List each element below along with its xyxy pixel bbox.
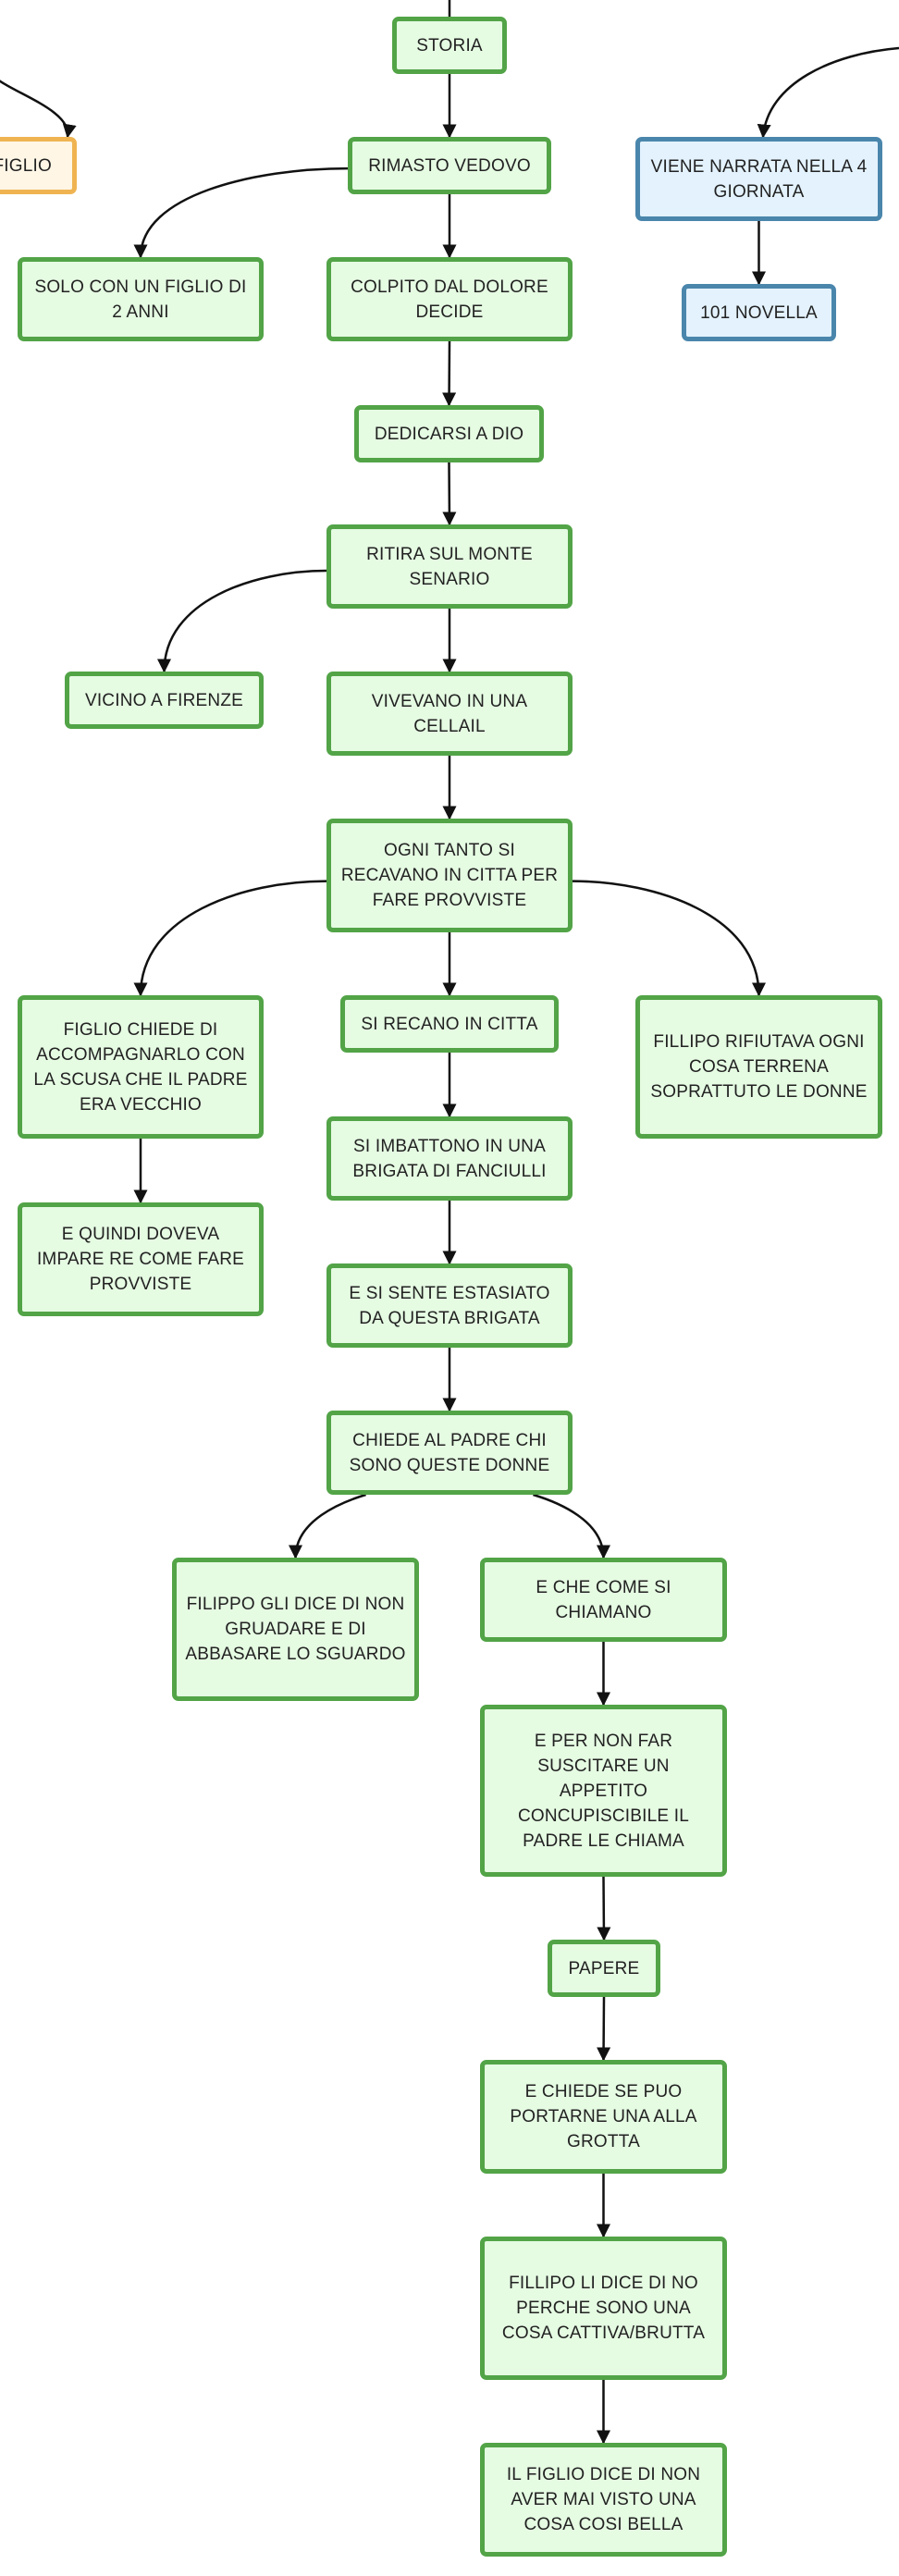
node-101-novella[interactable]: 101 NOVELLA xyxy=(682,284,836,341)
node-rimasto-vedovo[interactable]: RIMASTO VEDOVO xyxy=(348,137,551,194)
connector-chiede-filippo xyxy=(289,1493,366,1559)
connector-chiede-checome xyxy=(533,1493,610,1559)
connector-ogni-figliochiede xyxy=(133,880,327,997)
node-solo-con-un-figlio[interactable]: SOLO CON UN FIGLIO DI 2 ANNI xyxy=(18,257,264,341)
node-fillipo-li-dice[interactable]: FILLIPO LI DICE DI NO PERCHE SONO UNA CO… xyxy=(480,2237,727,2380)
node-e-quindi-doveva[interactable]: E QUINDI DOVEVA IMPARE RE COME FARE PROV… xyxy=(18,1202,264,1316)
node-colpito-dal-dolore[interactable]: COLPITO DAL DOLORE DECIDE xyxy=(326,257,573,341)
connector-offscreen-viene xyxy=(757,46,899,139)
connector-papere-chiedese xyxy=(597,1996,611,2062)
node-dedicarsi-a-dio[interactable]: DEDICARSI A DIO xyxy=(354,405,544,462)
node-che-come-si-chiamano[interactable]: E CHE COME SI CHIAMANO xyxy=(480,1558,727,1642)
node-storia[interactable]: STORIA xyxy=(392,17,507,74)
connector-offscreen-figlio xyxy=(0,80,77,139)
node-il-figlio-dice[interactable]: IL FIGLIO DICE DI NON AVER MAI VISTO UNA… xyxy=(480,2443,727,2557)
node-figlio[interactable]: FIGLIO xyxy=(0,137,77,194)
node-figlio-chiede[interactable]: FIGLIO CHIEDE DI ACCOMPAGNARLO CON LA SC… xyxy=(18,995,264,1139)
connector-ritira-vicino xyxy=(157,569,327,673)
node-per-non-far-suscitare[interactable]: E PER NON FAR SUSCITARE UN APPETITO CONC… xyxy=(480,1705,727,1877)
connector-pernon-papere xyxy=(597,1876,611,1941)
node-ritira-sul-monte[interactable]: RITIRA SUL MONTE SENARIO xyxy=(326,524,573,609)
node-filippo-gli-dice[interactable]: FILIPPO GLI DICE DI NON GRUADARE E DI AB… xyxy=(172,1558,419,1701)
node-vicino-a-firenze[interactable]: VICINO A FIRENZE xyxy=(65,672,264,729)
node-ogni-tanto[interactable]: OGNI TANTO SI RECAVANO IN CITTA PER FARE… xyxy=(326,819,573,932)
node-chiede-se-puo[interactable]: E CHIEDE SE PUO PORTARNE UNA ALLA GROTTA xyxy=(480,2060,727,2174)
node-chiede-al-padre[interactable]: CHIEDE AL PADRE CHI SONO QUESTE DONNE xyxy=(326,1411,573,1495)
node-viene-narrata[interactable]: VIENE NARRATA NELLA 4 GIORNATA xyxy=(635,137,882,221)
connector-rimasto-solo xyxy=(133,166,349,259)
node-si-recano-in-citta[interactable]: SI RECANO IN CITTA xyxy=(340,995,559,1053)
connector-ogni-fillipo xyxy=(572,880,766,997)
node-fillipo-rifiutava[interactable]: FILLIPO RIFIUTAVA OGNI COSA TERRENA SOPR… xyxy=(635,995,882,1139)
node-si-imbattono[interactable]: SI IMBATTONO IN UNA BRIGATA DI FANCIULLI xyxy=(326,1116,573,1201)
node-si-sente-estasiato[interactable]: E SI SENTE ESTASIATO DA QUESTA BRIGATA xyxy=(326,1263,573,1348)
node-vivevano-in-una-cella[interactable]: VIVEVANO IN UNA CELLAIL xyxy=(326,672,573,756)
node-papere[interactable]: PAPERE xyxy=(548,1940,660,1997)
